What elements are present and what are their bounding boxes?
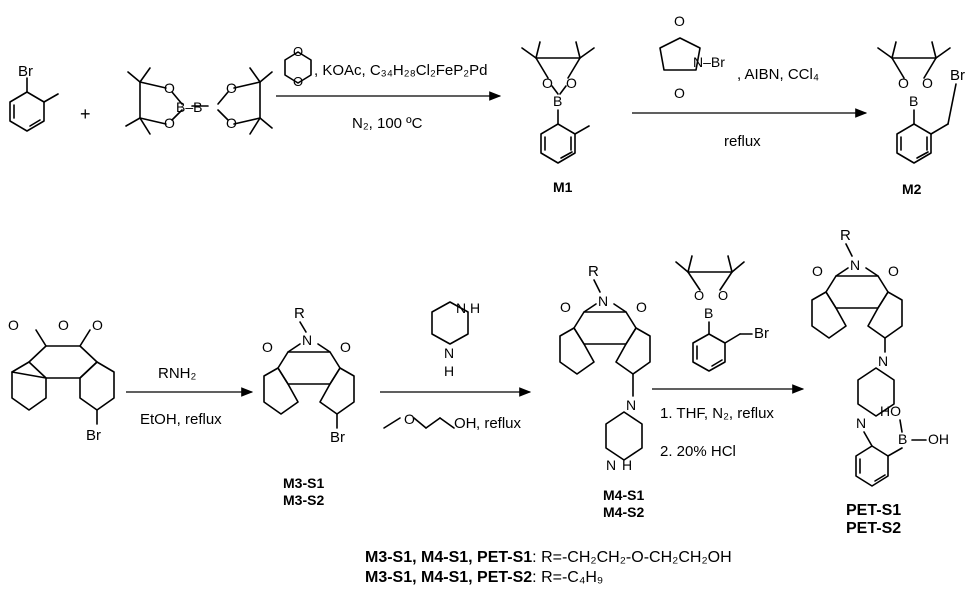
reaction-arrow-2: N–Br O O , AIBN, CCl₄ reflux [632, 13, 868, 150]
reaction-arrow-5: O O B Br 1. THF, N₂, reflux 2. 20% HCl [652, 255, 805, 460]
reaction5-step1: 1. THF, N₂, reflux [660, 405, 774, 422]
compound-m3-structure: R N O O Br [262, 305, 355, 446]
atom-br: Br [754, 325, 769, 342]
atom-o: O [888, 263, 899, 279]
atom-o: O [226, 115, 237, 131]
bromotoluene-structure: Br [9, 63, 59, 132]
atom-n: N [850, 257, 860, 273]
atom-o: O [8, 317, 19, 333]
b2pin2-structure: O O B–B O O [125, 67, 273, 135]
reaction-arrow-3: RNH₂ EtOH, reflux [126, 365, 254, 428]
atom-o: O [674, 13, 685, 29]
reaction2-conditions-above: , AIBN, CCl₄ [737, 66, 819, 83]
atom-o: O [164, 115, 175, 131]
atom-o: O [636, 299, 647, 315]
reaction3-conditions-above: RNH₂ [158, 365, 196, 382]
atom-br: Br [18, 63, 33, 80]
atom-n: N [302, 332, 312, 348]
compound-label-pet-s2: PET-S2 [846, 520, 901, 537]
legend-line-2: M3-S1, M4-S1, PET-S2: R=-C₄H₉ [365, 569, 603, 586]
compound-m4-structure: R N O O N N H [559, 263, 651, 473]
legend-line-1: M3-S1, M4-S1, PET-S1: R=-CH₂CH₂-O-CH₂CH₂… [365, 549, 732, 566]
reaction2-conditions-below: reflux [724, 133, 761, 150]
b-b-label: B–B [176, 99, 202, 115]
nbs-n-br-label: N–Br [693, 54, 725, 70]
atom-b: B [704, 305, 713, 321]
atom-o: O [542, 75, 553, 91]
atom-n: N [606, 457, 616, 473]
atom-o: O [58, 317, 69, 333]
plus-sign: + [80, 104, 91, 124]
compound-label-m2: M2 [902, 181, 922, 197]
hydroxyl-label: HO [880, 403, 901, 419]
legend-line2-compounds: M3-S1, M4-S1, PET-S2 [365, 569, 532, 586]
reaction1-conditions-below: N₂, 100 ºC [352, 115, 423, 132]
atom-o: O [340, 339, 351, 355]
reaction-arrow-4: N H N H O OH , reflux [380, 300, 532, 432]
atom-o: O [898, 75, 909, 91]
compound-label-m1: M1 [553, 179, 573, 195]
reaction1-conditions-above: , KOAc, C₃₄H₂₈Cl₂FeP₂Pd [314, 62, 487, 79]
atom-o: O [694, 288, 704, 303]
atom-n: N [598, 293, 608, 309]
atom-r: R [588, 263, 599, 280]
atom-br: Br [950, 67, 965, 84]
atom-n: N [856, 415, 866, 431]
legend-line2-substituent: : R=-C₄H₉ [532, 569, 603, 586]
atom-o: O [566, 75, 577, 91]
atom-n: N [456, 300, 466, 316]
atom-b: B [898, 431, 907, 447]
hydroxyl-label: OH [928, 431, 949, 447]
reaction4-conditions-below: , reflux [476, 415, 522, 432]
atom-r: R [294, 305, 305, 322]
atom-n: N [878, 353, 888, 369]
compound-label-m4-s1: M4-S1 [603, 487, 644, 503]
atom-br: Br [330, 429, 345, 446]
reaction-arrow-1: O O , KOAc, C₃₄H₂₈Cl₂FeP₂Pd N₂, 100 ºC [276, 44, 502, 132]
reaction5-step2: 2. 20% HCl [660, 443, 736, 460]
atom-n: N [626, 397, 636, 413]
compound-label-m3-s2: M3-S2 [283, 492, 324, 508]
atom-b: B [909, 93, 918, 109]
compound-label-m4-s2: M4-S2 [603, 504, 644, 520]
atom-o: O [922, 75, 933, 91]
atom-o: O [164, 80, 175, 96]
atom-r: R [840, 227, 851, 244]
legend-line1-substituent: : R=-CH₂CH₂-O-CH₂CH₂OH [532, 549, 732, 566]
compound-m2-structure: O O B Br [877, 41, 965, 164]
substituent-legend: M3-S1, M4-S1, PET-S1: R=-CH₂CH₂-O-CH₂CH₂… [365, 549, 732, 586]
compound-pet-structure: R N O O N N B HO OH [811, 227, 949, 487]
atom-h: H [622, 457, 632, 473]
atom-br: Br [86, 427, 101, 444]
atom-o: O [226, 80, 237, 96]
atom-h: H [470, 300, 480, 316]
atom-o: O [262, 339, 273, 355]
reaction3-conditions-below: EtOH, reflux [140, 411, 222, 428]
atom-o: O [674, 85, 685, 101]
atom-o: O [293, 74, 303, 89]
atom-o: O [718, 288, 728, 303]
atom-o: O [92, 317, 103, 333]
compound-m1-structure: O O B [521, 41, 595, 164]
hydroxyl-label: OH [454, 415, 477, 432]
compound-label-m3-s1: M3-S1 [283, 475, 324, 491]
legend-line1-compounds: M3-S1, M4-S1, PET-S1 [365, 549, 532, 566]
atom-h: H [444, 363, 454, 379]
bromonaphthalic-anhydride-structure: O O O Br [8, 317, 115, 444]
atom-o: O [293, 44, 303, 59]
compound-label-pet-s1: PET-S1 [846, 502, 901, 519]
atom-o: O [812, 263, 823, 279]
atom-n: N [444, 345, 454, 361]
atom-o: O [560, 299, 571, 315]
atom-b: B [553, 93, 562, 109]
atom-o: O [404, 411, 415, 427]
